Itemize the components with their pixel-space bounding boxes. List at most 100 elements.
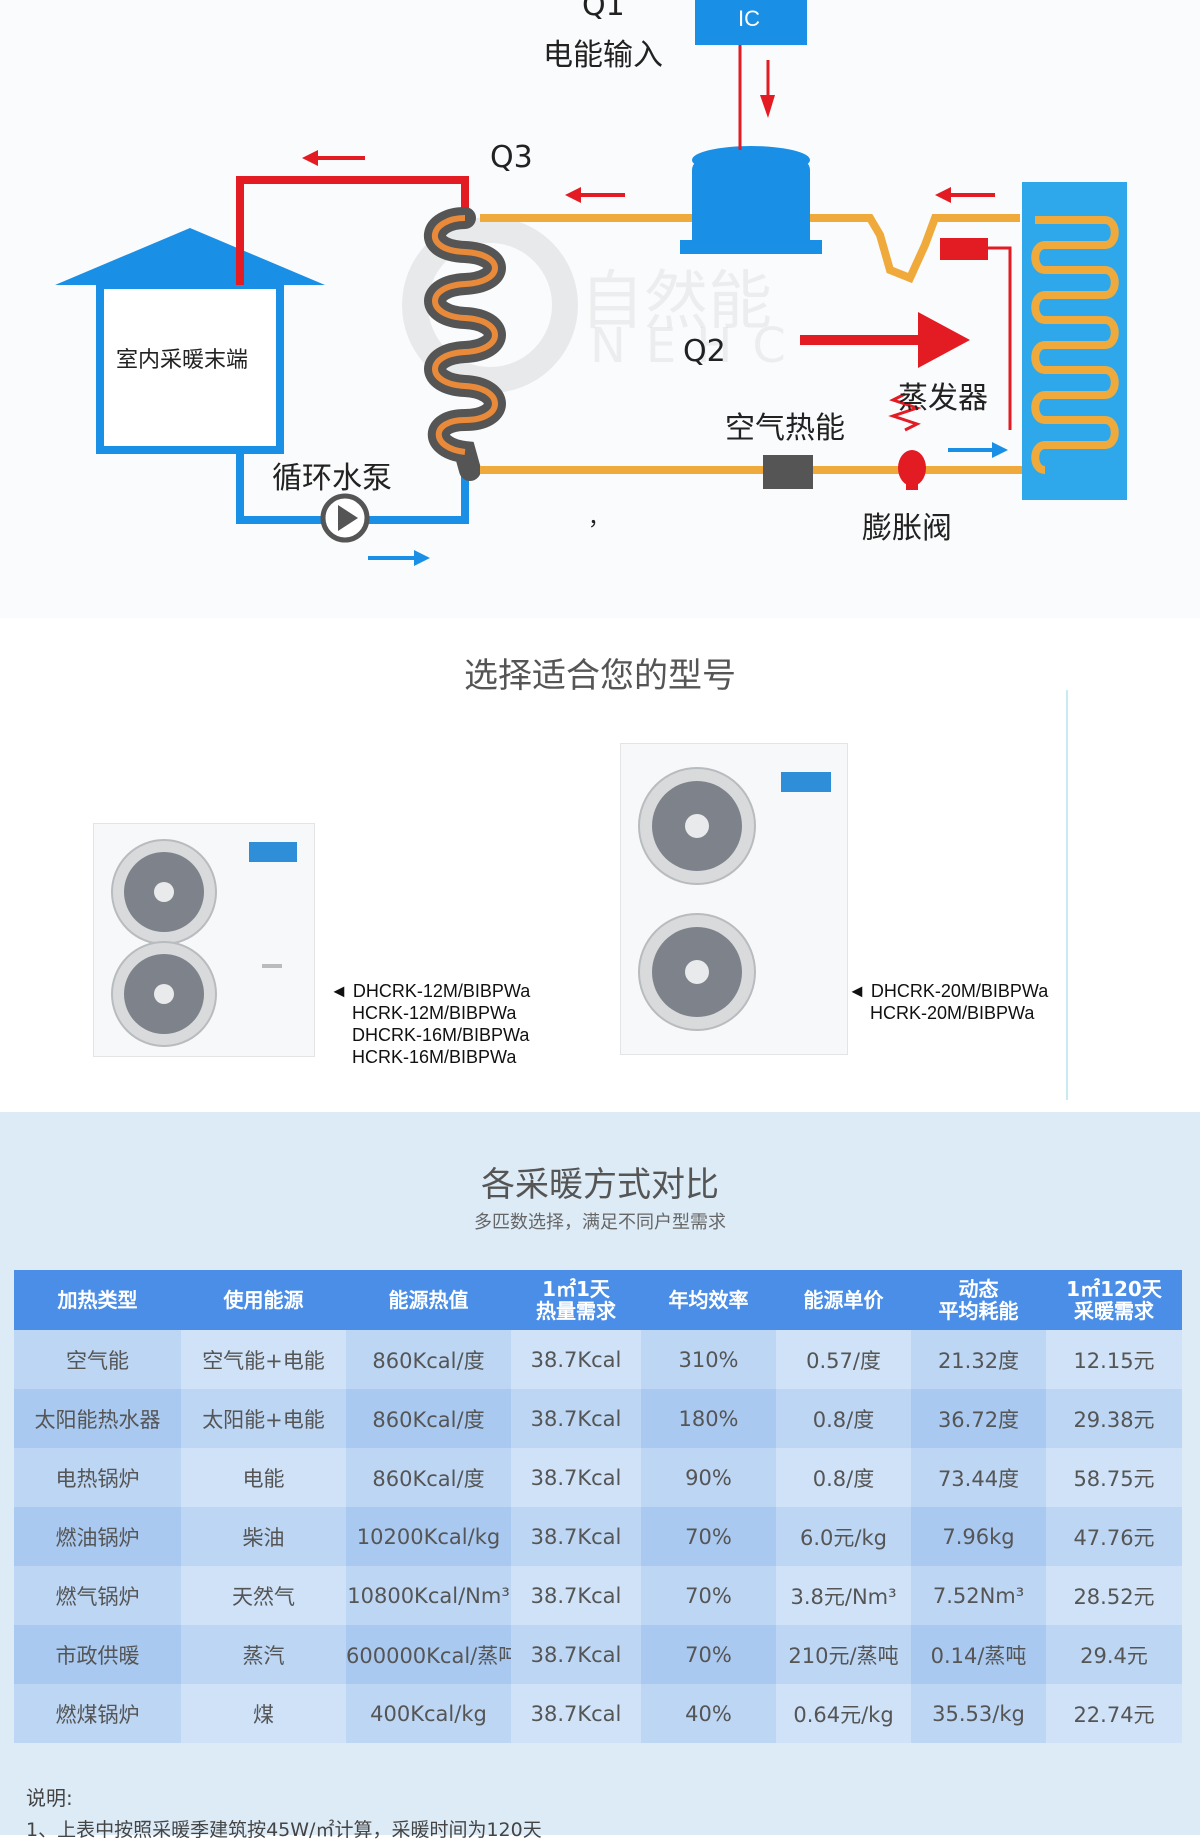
table-cell: 7.96kg: [911, 1507, 1046, 1566]
pointer-icon: ◄: [330, 981, 348, 1001]
table-cell: 0.8/度: [776, 1389, 911, 1448]
expansion-valve-icon: [888, 238, 1012, 490]
table-cell: 38.7Kcal: [511, 1625, 641, 1684]
pump-icon: [320, 493, 370, 543]
col-header: 加热类型: [14, 1270, 181, 1330]
small-unit-image: [93, 823, 315, 1057]
table-cell: 0.14/蒸吨: [911, 1625, 1046, 1684]
q2-label: Q2: [683, 334, 726, 369]
pointer-icon: ◄: [848, 981, 866, 1001]
col-header: 能源热值: [346, 1270, 511, 1330]
table-cell: 210元/蒸吨: [776, 1625, 911, 1684]
air-energy-label: 空气热能: [725, 411, 845, 446]
table-cell: 860Kcal/度: [346, 1330, 511, 1389]
table-cell: 38.7Kcal: [511, 1566, 641, 1625]
watermark-cn: 自然能: [580, 265, 772, 339]
table-cell: 29.38元: [1046, 1389, 1182, 1448]
table-cell: 70%: [641, 1625, 776, 1684]
table-cell: 310%: [641, 1330, 776, 1389]
model-name: HCRK-12M/BIBPWa: [352, 1003, 517, 1023]
table-cell: 太阳能+电能: [181, 1389, 346, 1448]
q3-label: Q3: [490, 140, 533, 175]
table-cell: 29.4元: [1046, 1625, 1182, 1684]
large-unit-image: [620, 743, 848, 1055]
diagram-graphic: [55, 0, 1127, 566]
table-cell: 电能: [181, 1448, 346, 1507]
table-cell: 38.7Kcal: [511, 1389, 641, 1448]
table-cell: 58.75元: [1046, 1448, 1182, 1507]
table-cell: 0.57/度: [776, 1330, 911, 1389]
down-arrow-icon: [760, 95, 775, 118]
table-cell: 太阳能热水器: [14, 1389, 181, 1448]
watermark-en: NEHC: [590, 318, 806, 374]
table-cell: 860Kcal/度: [346, 1389, 511, 1448]
col-header: 能源单价: [776, 1270, 911, 1330]
table-cell: 蒸汽: [181, 1625, 346, 1684]
table-cell: 燃气锅炉: [14, 1566, 181, 1625]
table-cell: 90%: [641, 1448, 776, 1507]
table-cell: 7.52Nm³: [911, 1566, 1046, 1625]
q1-label: Q1: [582, 0, 625, 23]
model-name: HCRK-16M/BIBPWa: [352, 1047, 517, 1067]
table-cell: 燃油锅炉: [14, 1507, 181, 1566]
table-cell: 22.74元: [1046, 1684, 1182, 1743]
col-header: 1㎡120天采暖需求: [1046, 1270, 1182, 1330]
col-header: 动态平均耗能: [911, 1270, 1046, 1330]
col-header: 年均效率: [641, 1270, 776, 1330]
table-cell: 600000Kcal/蒸吨: [346, 1625, 511, 1684]
table-cell: 燃煤锅炉: [14, 1684, 181, 1743]
col-header: 1㎡1天热量需求: [511, 1270, 641, 1330]
table-cell: 860Kcal/度: [346, 1448, 511, 1507]
models-right-list: ◄ DHCRK-20M/BIBPWa HCRK-20M/BIBPWa: [848, 980, 1048, 1024]
table-cell: 空气能+电能: [181, 1330, 346, 1389]
compressor-icon: [680, 146, 822, 254]
table-cell: 40%: [641, 1684, 776, 1743]
table-cell: 柴油: [181, 1507, 346, 1566]
power-input-label: 电能输入: [543, 38, 663, 73]
models-left-list: ◄ DHCRK-12M/BIBPWa HCRK-12M/BIBPWa DHCRK…: [330, 980, 530, 1068]
table-header-row: 加热类型 使用能源 能源热值 1㎡1天热量需求 年均效率 能源单价 动态平均耗能…: [14, 1270, 1182, 1330]
pump-label: 循环水泵: [272, 461, 392, 496]
table-cell: 38.7Kcal: [511, 1684, 641, 1743]
table-cell: 400Kcal/kg: [346, 1684, 511, 1743]
flow-arrow-icon: [302, 150, 1008, 566]
note-1: 1、上表中按照采暖季建筑按45W/㎡计算，采暖时间为120天: [26, 1819, 542, 1841]
table-cell: 47.76元: [1046, 1507, 1182, 1566]
diagram-watermark: [402, 217, 578, 393]
dry-filter-block: [763, 455, 813, 489]
note-title: 说明:: [26, 1786, 73, 1810]
table-cell: 0.64元/kg: [776, 1684, 911, 1743]
table-cell: 73.44度: [911, 1448, 1046, 1507]
stray-mark: ，: [588, 506, 611, 531]
table-cell: 0.8/度: [776, 1448, 911, 1507]
table-cell: 天然气: [181, 1566, 346, 1625]
table-cell: 38.7Kcal: [511, 1507, 641, 1566]
table-cell: 70%: [641, 1507, 776, 1566]
table-cell: 10800Kcal/Nm³: [346, 1566, 511, 1625]
models-title: 选择适合您的型号: [464, 656, 736, 696]
model-name: ◄ DHCRK-20M/BIBPWa: [848, 981, 1049, 1001]
heat-pump-diagram: Q1 电能输入 IC Q3 Q2 室内采暖末端 循环水泵 空气热能 蒸发器 膨胀…: [0, 0, 1200, 618]
table-cell: 36.72度: [911, 1389, 1046, 1448]
table-cell: 28.52元: [1046, 1566, 1182, 1625]
table-cell: 煤: [181, 1684, 346, 1743]
evaporator-coil: [1031, 216, 1119, 474]
table-cell: 38.7Kcal: [511, 1330, 641, 1389]
condenser-coil-inner: [431, 215, 498, 455]
evaporator-label: 蒸发器: [898, 381, 988, 416]
table-cell: 市政供暖: [14, 1625, 181, 1684]
model-name: ◄ DHCRK-12M/BIBPWa: [330, 981, 531, 1001]
table-cell: 38.7Kcal: [511, 1448, 641, 1507]
ic-box: [695, 0, 807, 45]
table-cell: 35.53/kg: [911, 1684, 1046, 1743]
house-outline: [55, 228, 325, 454]
expansion-valve-label: 膨胀阀: [862, 511, 952, 546]
ic-label: IC: [738, 6, 760, 31]
table-cell: 21.32度: [911, 1330, 1046, 1389]
